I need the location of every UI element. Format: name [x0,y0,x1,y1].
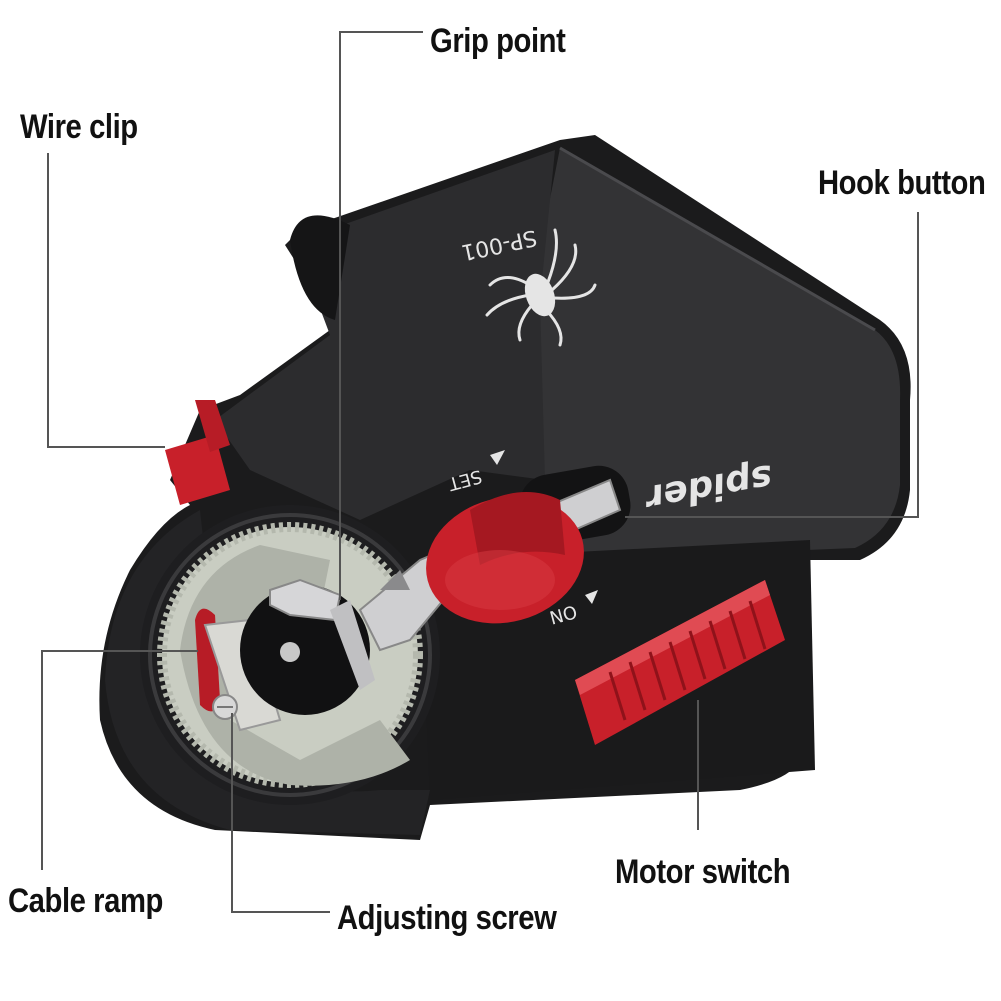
label-adjusting-screw: Adjusting screw [337,899,557,937]
cable-ramp [195,608,282,732]
wire-clip [165,400,230,505]
label-wire-clip: Wire clip [20,108,138,146]
adjusting-screw [212,694,238,720]
leader-adjusting-screw [231,713,330,913]
leader-wire-clip [47,153,165,448]
on-arrow-icon [585,590,598,604]
label-motor-switch: Motor switch [615,853,791,891]
label-cable-ramp: Cable ramp [8,882,163,920]
leader-cable-ramp [41,650,198,870]
grip-point-metal [269,578,375,690]
label-hook-button: Hook button [818,164,986,202]
leader-lines [41,31,919,913]
spider-logo [485,228,597,347]
set-arrow-icon [490,450,505,465]
hook-button [426,492,584,624]
leader-grip-point [339,31,423,600]
motor-switch [575,580,785,745]
leader-hook-button [625,212,919,518]
label-grip-point: Grip point [430,22,566,60]
